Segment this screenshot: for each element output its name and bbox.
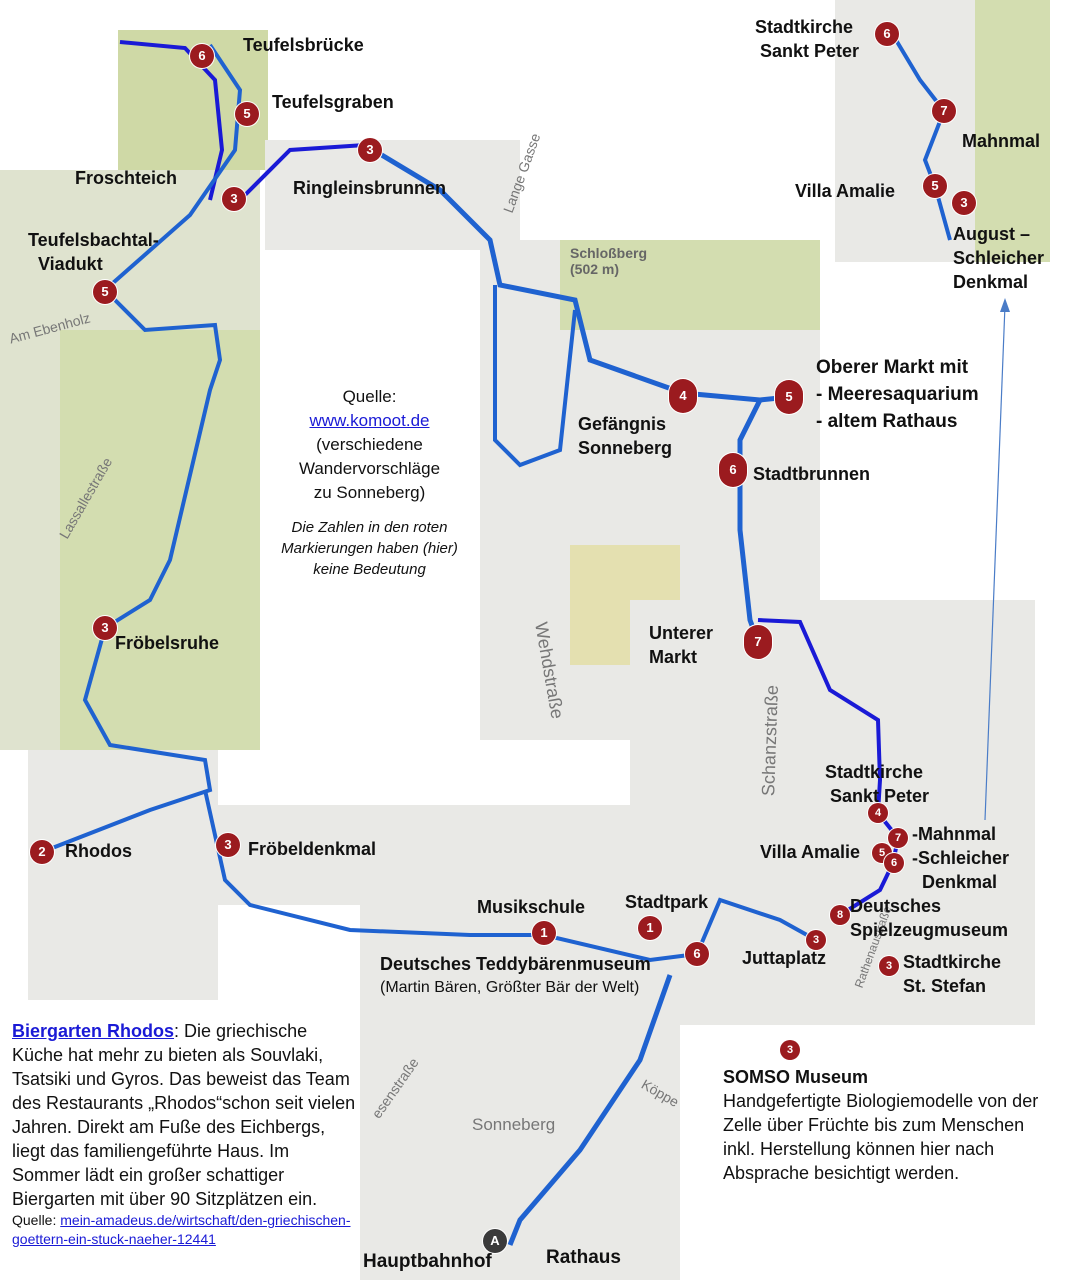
map-marker[interactable]: 5	[923, 174, 947, 198]
map-marker[interactable]: 3	[780, 1040, 800, 1060]
map-marker[interactable]: 4	[868, 803, 888, 823]
route-line	[888, 28, 952, 241]
map-marker[interactable]: 3	[952, 191, 976, 215]
map-marker[interactable]: 6	[719, 453, 747, 487]
poi-label: Teufelsbrücke	[243, 35, 364, 55]
map-marker[interactable]: 7	[888, 828, 908, 848]
map-tile	[265, 140, 520, 250]
poi-label: Stadtkirche St. Stefan	[903, 952, 1002, 996]
poi-label: August – Schleicher Denkmal	[953, 224, 1045, 292]
street-label: Schanzstraße	[758, 684, 782, 797]
cutout	[0, 0, 118, 170]
map-marker[interactable]: 5	[93, 280, 117, 304]
map-marker[interactable]: 4	[669, 379, 697, 413]
somso-info-box	[680, 1025, 1070, 1280]
route-line	[737, 398, 763, 643]
source-line: (verschiedene	[316, 435, 423, 454]
start-marker[interactable]: A	[483, 1229, 507, 1253]
poi-label: Villa Amalie	[795, 181, 896, 201]
map-marker[interactable]: 6	[190, 44, 214, 68]
rhodos-source: Quelle: mein-amadeus.de/wirtschaft/den-g…	[12, 1211, 357, 1249]
map-marker[interactable]: 7	[932, 99, 956, 123]
somso-title: SOMSO Museum	[723, 1067, 869, 1087]
poi-label: Teufelsbachtal- Viadukt	[28, 230, 159, 274]
poi-label: Froschteich	[75, 168, 178, 188]
poi-label: Rhodos	[65, 841, 132, 861]
poi-label: Deutsches Teddybärenmuseum	[380, 954, 651, 974]
rhodos-info-box	[0, 1012, 360, 1280]
forest-area	[60, 330, 260, 750]
map-marker[interactable]: 3	[358, 138, 382, 162]
route-line	[363, 142, 790, 403]
poi-label: Juttaplatz	[742, 948, 827, 968]
map-marker[interactable]: 6	[875, 22, 899, 46]
poi-label: Unterer Markt	[649, 623, 714, 667]
poi-label: Teufelsgraben	[272, 92, 394, 112]
map-marker[interactable]: 3	[222, 187, 246, 211]
route-line	[493, 285, 577, 468]
rhodos-text: : Die griechische Küche hat mehr zu biet…	[12, 1021, 356, 1209]
poi-label: Fröbelsruhe	[115, 633, 220, 653]
map-marker[interactable]: 3	[93, 616, 117, 640]
route-line	[41, 43, 243, 854]
cutout	[260, 250, 480, 750]
poi-label: Oberer Markt mit - Meeresaquarium - alte…	[816, 357, 979, 432]
source-line: Wandervorschläge	[298, 459, 441, 478]
marker-disclaimer: Die Zahlen in den roten Markierungen hab…	[281, 519, 458, 578]
poi-sublabel: (Martin Bären, Größter Bär der Welt)	[380, 979, 640, 996]
source-line: zu Sonneberg)	[313, 483, 426, 502]
schlossberg-area	[560, 240, 820, 330]
poi-label: Stadtkirche Sankt Peter	[755, 17, 860, 61]
map-tile	[28, 750, 218, 1000]
poi-label: Deutsches Spielzeugmuseum	[850, 896, 1009, 940]
poi-label: Hauptbahnhof	[363, 1251, 492, 1272]
route-line	[238, 143, 366, 202]
route-line	[507, 974, 673, 1246]
route-line	[203, 789, 817, 963]
pointer-arrowhead	[1000, 298, 1010, 312]
poi-label: Villa Amalie	[760, 842, 861, 862]
poi-label: Rathaus	[546, 1247, 621, 1268]
route-line	[119, 40, 225, 201]
map-marker[interactable]: 6	[685, 942, 709, 966]
poi-label: Stadtpark	[625, 892, 709, 912]
map-marker[interactable]: 6	[884, 853, 904, 873]
poi-label: -Mahnmal -Schleicher Denkmal	[912, 824, 1010, 892]
rhodos-source-label: Quelle:	[12, 1212, 61, 1228]
somso-text: Handgefertigte Biologiemodelle von der Z…	[723, 1091, 1039, 1183]
map-marker[interactable]: 1	[638, 916, 662, 940]
map-marker[interactable]: 5	[775, 380, 803, 414]
map-marker[interactable]: 7	[744, 625, 772, 659]
cemetery-area	[975, 0, 1050, 262]
poi-label: Ringleinsbrunnen	[293, 178, 446, 198]
map-marker[interactable]: 3	[879, 956, 899, 976]
poi-label: Mahnmal	[962, 131, 1041, 151]
pointer-arrow	[984, 304, 1006, 821]
street-label: Sonneberg	[472, 1115, 556, 1134]
rhodos-description: Biergarten Rhodos: Die griechische Küche…	[12, 1019, 357, 1249]
map-marker[interactable]: 5	[235, 102, 259, 126]
map-marker[interactable]: 8	[830, 905, 850, 925]
poi-label: Musikschule	[477, 897, 586, 917]
map-marker[interactable]: 3	[806, 930, 826, 950]
map-marker[interactable]: 3	[216, 833, 240, 857]
poi-label: Fröbeldenkmal	[248, 839, 377, 859]
source-note: Quelle: www.komoot.de (verschiedene Wand…	[262, 385, 477, 580]
map-marker[interactable]: 1	[532, 921, 556, 945]
komoot-link[interactable]: www.komoot.de	[309, 411, 430, 430]
map-marker[interactable]: 2	[30, 840, 54, 864]
poi-label: Stadtkirche Sankt Peter	[825, 762, 930, 806]
rhodos-source-link[interactable]: mein-amadeus.de/wirtschaft/den-griechisc…	[12, 1212, 351, 1247]
route-line	[757, 618, 901, 917]
street-label: Schloßberg (502 m)	[570, 245, 648, 277]
rhodos-title-link[interactable]: Biergarten Rhodos	[12, 1021, 175, 1041]
poi-label: Gefängnis Sonneberg	[578, 414, 673, 458]
source-label: Quelle:	[342, 387, 397, 406]
cutout	[218, 750, 630, 805]
poi-label: Stadtbrunnen	[753, 464, 870, 484]
somso-description: SOMSO Museum Handgefertigte Biologiemode…	[723, 1065, 1043, 1185]
